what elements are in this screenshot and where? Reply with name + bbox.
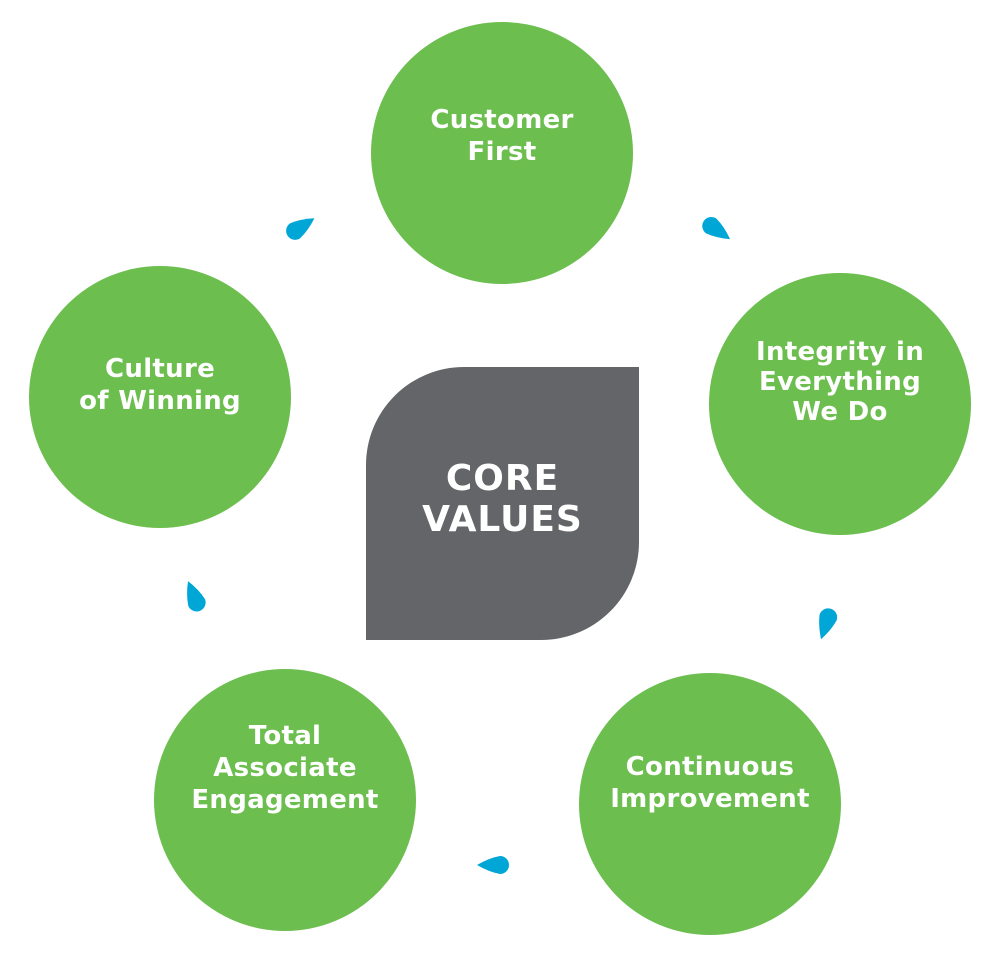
core-values-center: CORE VALUES	[366, 367, 639, 640]
droplet-icon	[187, 581, 206, 612]
value-continuous-improvement: Continuous Improvement	[579, 673, 841, 935]
droplet-icon	[819, 608, 838, 640]
droplet-icon	[286, 218, 315, 240]
value-customer-first: Customer First	[371, 22, 633, 284]
core-values-label: CORE VALUES	[422, 458, 583, 540]
value-label: Continuous Improvement	[610, 752, 810, 814]
value-culture-of-winning: Culture of Winning	[29, 266, 291, 528]
value-label: Integrity in Everything We Do	[755, 336, 925, 428]
value-label: Total Associate Engagement	[191, 721, 379, 815]
value-total-associate-engagement: Total Associate Engagement	[154, 669, 416, 931]
droplet-icon	[477, 856, 509, 874]
value-label: Customer First	[430, 105, 574, 167]
value-label: Culture of Winning	[79, 354, 241, 416]
droplet-icon	[702, 217, 731, 240]
value-integrity: Integrity in Everything We Do	[709, 273, 971, 535]
